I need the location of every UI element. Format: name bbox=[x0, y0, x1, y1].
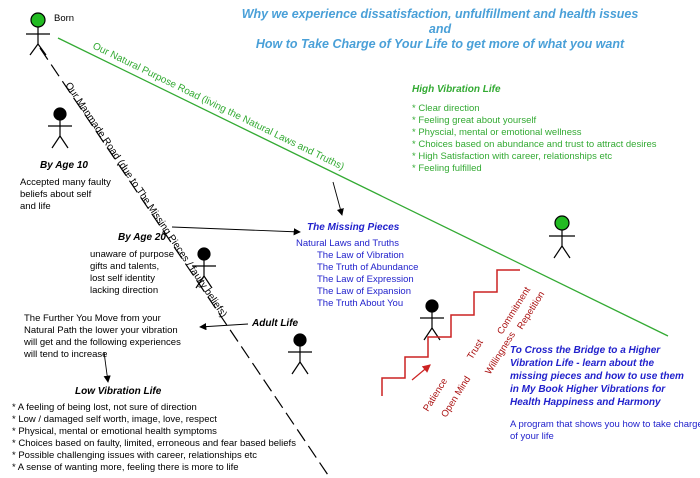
low-vibration-list: * A feeling of being lost, not sure of d… bbox=[12, 402, 296, 474]
list-item: * Feeling fulfilled bbox=[412, 163, 482, 174]
title-line-1: Why we experience dissatisfaction, unful… bbox=[241, 7, 639, 21]
age10-line-3: and life bbox=[20, 201, 51, 212]
bridge-arrow bbox=[411, 364, 431, 381]
further-line-3: will get and the following experiences bbox=[24, 337, 181, 348]
adult-figure bbox=[288, 333, 312, 375]
age20-figure bbox=[192, 247, 216, 289]
adult-life-label: Adult Life bbox=[252, 318, 299, 329]
cross-bridge-line-4: in My Book Higher Vibrations for bbox=[510, 384, 666, 395]
arrow-from-age20 bbox=[171, 226, 301, 236]
age10-line-2: beliefs about self bbox=[20, 189, 92, 200]
climbing-figure bbox=[420, 299, 444, 341]
age20-heading: By Age 20 bbox=[118, 232, 166, 243]
list-item: * Feeling great about yourself bbox=[412, 115, 537, 126]
list-item: * High Satisfaction with career, relatio… bbox=[412, 151, 613, 162]
age10-figure bbox=[48, 107, 72, 149]
natural-purpose-road bbox=[57, 37, 669, 337]
age20-line-4: lacking direction bbox=[90, 285, 159, 296]
manmade-road bbox=[39, 47, 331, 478]
age20-line-1: unaware of purpose bbox=[90, 249, 174, 260]
cross-bridge-line-2: Vibration Life - learn about the bbox=[510, 358, 655, 369]
list-item: * Choices based on faulty, limited, erro… bbox=[12, 438, 296, 449]
arrow-down-low bbox=[103, 351, 111, 383]
high-vibration-heading: High Vibration Life bbox=[412, 84, 501, 95]
born-figure bbox=[26, 12, 50, 56]
high-vibration-figure bbox=[549, 215, 575, 259]
arrow-to-missing-pieces bbox=[332, 181, 344, 216]
further-line-1: The Further You Move from your bbox=[24, 313, 161, 324]
further-line-2: Natural Path the lower your vibration bbox=[24, 325, 178, 336]
born-label: Born bbox=[54, 13, 75, 24]
list-item: * A feeling of being lost, not sure of d… bbox=[12, 402, 197, 413]
cross-bridge-line-1: To Cross the Bridge to a Higher bbox=[510, 345, 661, 356]
list-item: * Low / damaged self worth, image, love,… bbox=[12, 414, 217, 425]
program-line-1: A program that shows you how to take cha… bbox=[510, 419, 700, 430]
low-vibration-heading: Low Vibration Life bbox=[75, 386, 162, 397]
high-vibration-list: * Clear direction * Feeling great about … bbox=[412, 103, 657, 175]
list-item: * Choices based on abundance and trust t… bbox=[412, 139, 657, 150]
missing-pieces-intro: Natural Laws and Truths bbox=[296, 238, 399, 249]
further-line-4: will tend to increase bbox=[24, 349, 108, 360]
missing-piece-item: The Truth of Abundance bbox=[317, 262, 419, 273]
list-item: * Possible challenging issues with caree… bbox=[12, 450, 258, 461]
list-item: * Clear direction bbox=[412, 103, 480, 114]
program-line-2: of your life bbox=[510, 431, 554, 442]
list-item: * Physcial, mental or emotional wellness bbox=[412, 127, 582, 138]
bridge-staircase bbox=[381, 269, 520, 396]
age10-heading: By Age 10 bbox=[40, 160, 88, 171]
cross-bridge-line-5: Health Happiness and Harmony bbox=[510, 397, 661, 408]
step-trust: Trust bbox=[465, 337, 486, 361]
title-line-3: How to Take Charge of Your Life to get m… bbox=[255, 37, 625, 51]
natural-road-label: Our Natural Purpose Road (living the Nat… bbox=[91, 41, 346, 173]
missing-piece-item: The Law of Vibration bbox=[317, 250, 404, 261]
missing-piece-item: The Truth About You bbox=[317, 298, 404, 309]
age10-line-1: Accepted many faulty bbox=[20, 177, 111, 188]
list-item: * A sense of wanting more, feeling there… bbox=[12, 462, 239, 473]
missing-pieces-heading: The Missing Pieces bbox=[307, 222, 400, 233]
missing-piece-item: The Law of Expansion bbox=[317, 286, 412, 297]
cross-bridge-line-3: missing pieces and how to use them bbox=[510, 371, 684, 382]
age20-line-2: gifts and talents, bbox=[90, 261, 160, 272]
age20-line-3: lost self identity bbox=[90, 273, 155, 284]
missing-piece-item: The Law of Expression bbox=[317, 274, 414, 285]
title-line-2: and bbox=[428, 22, 452, 36]
arrow-adult-life bbox=[199, 323, 249, 331]
list-item: * Physical, mental or emotional health s… bbox=[12, 426, 217, 437]
